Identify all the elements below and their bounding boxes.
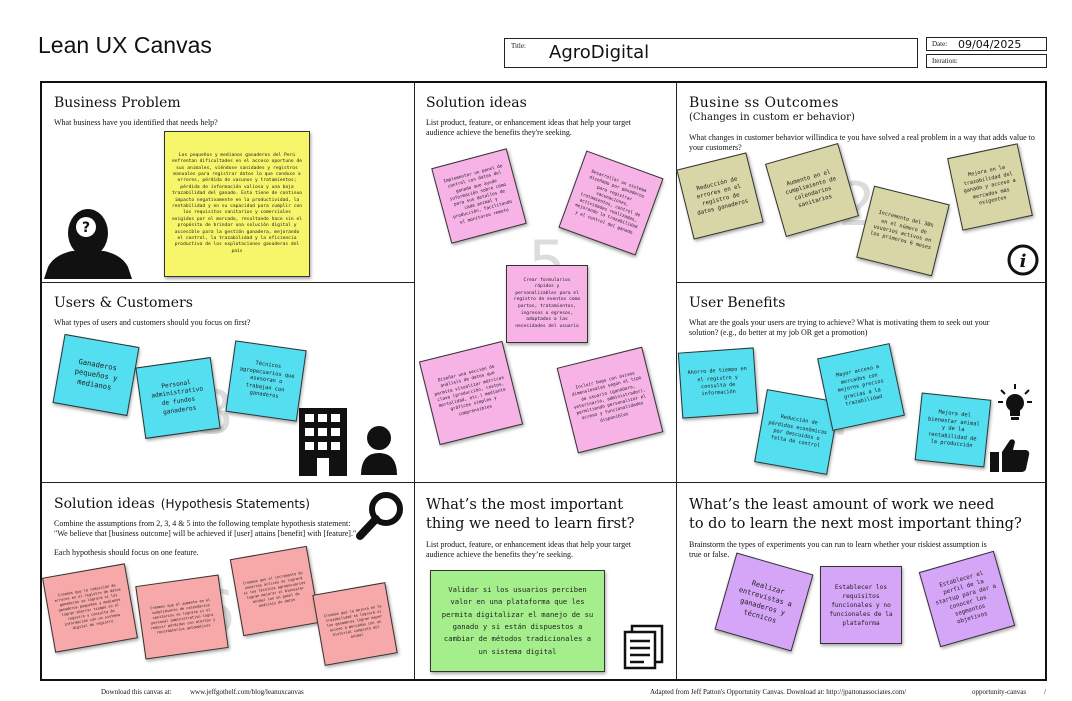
divider-vertical-1 [414,83,415,679]
footer-download-label: Download this canvas at: [101,688,172,696]
note-text: Personal administrativo de fundos ganade… [150,378,204,416]
note-text: Establecer los requisitos funcionales y … [829,583,893,627]
most-important-title-2: thing we need to learn first? [426,516,635,532]
note-text: Implementar un panel de control con dato… [443,164,513,226]
sticky-note[interactable]: Los pequeños y medianos ganaderos del Pe… [164,131,310,277]
building-icon [299,408,347,476]
note-text: Desarrollar un sistema diseñado por gana… [573,169,647,236]
note-text: Mejora en la trazabilidad del ganado y a… [963,164,1017,207]
divider-h-right-1 [676,282,1047,283]
note-text: Aumento en el cumplimiento de calendario… [784,169,837,210]
note-text: Creemos que el aumento en el cumplimient… [149,597,216,635]
note-text: Creemos que la reducción de errores en e… [54,583,122,631]
hypothesis-subtitle: (Hypothesis Statements) [160,497,310,511]
note-text: Establecer el perfil de la startup para … [934,570,997,626]
note-text: Creemos que la mejora en la trazabilidad… [323,604,383,639]
users-customers-title: Users & Customers [54,295,193,311]
sticky-note[interactable]: Técnicos agropecuarios que asesoran o tr… [225,340,307,422]
note-text: Los pequeños y medianos ganaderos del Pe… [172,152,302,254]
note-text: Validar si los usuarios perciben valor e… [441,584,594,656]
divider-h-full [42,482,1047,483]
footer-download-link[interactable]: www.jeffgothelf.com/blog/leanuxcanvas [190,688,304,696]
sticky-note[interactable]: Mejora en la trazabilidad del ganado y a… [947,143,1033,231]
most-important-desc: List product, feature, or enhancement id… [426,540,631,559]
sticky-note[interactable]: Ahorro de tiempo en el registro y consul… [677,347,759,419]
date-value: 09/04/2025 [958,38,1022,51]
sticky-note[interactable]: Establecer los requisitos funcionales y … [820,566,902,644]
user-benefits-desc: What are the goals your users are trying… [689,318,990,337]
hypothesis-title: Solution ideas (Hypothesis Statements) [54,496,310,512]
info-icon[interactable]: i [1007,244,1039,276]
note-text: Diseñar una sección de análisis de datos… [434,364,507,418]
iteration-field[interactable]: Iteration: [926,54,1047,68]
project-title-value: AgroDigital [549,42,650,63]
note-text: Reducción de pérdidas económicas por des… [768,414,828,450]
sticky-note[interactable]: Creemos que la mejora en la trazabilidad… [312,582,398,666]
solution-ideas-desc: List product, feature, or enhancement id… [426,118,631,137]
hypothesis-desc-1: Combine the assumptions from 2, 3, 4 & 5… [54,519,351,528]
business-outcomes-title: Busine ss Outcomes [689,95,839,111]
most-important-title-1: What’s the most important [426,497,624,513]
sticky-note[interactable]: Creemos que el aumento en el cumplimient… [135,574,229,660]
business-outcomes-desc: What changes in customer behavior willin… [689,133,1035,152]
date-label: Date: [932,40,948,48]
least-work-desc: Brainstorm the types of experiments you … [689,540,987,559]
footer-slash: / [1044,688,1046,696]
note-text: Incremento del 30% en el número de usuar… [869,209,934,252]
sticky-note[interactable]: Ganaderos pequeños y medianos [52,333,140,417]
canvas-grid [40,81,1047,681]
business-outcomes-subtitle: (Changes in custom er behavior) [689,112,855,123]
note-text: Ahorro de tiempo en el registro y consul… [687,366,747,398]
svg-text:?: ? [82,220,90,236]
date-field[interactable]: Date: 09/04/2025 [926,37,1047,51]
project-title-field[interactable]: Title: AgroDigital [504,38,918,68]
note-text: Incluir bugs con avisos dimensionales se… [571,371,647,424]
documents-icon [623,624,664,670]
svg-text:i: i [1020,251,1027,272]
user-icon [361,426,397,475]
hypothesis-desc-2: "We believe that [business outcome] will… [54,529,357,538]
note-text: Mayor acceso a mercados con mejores prec… [835,364,885,408]
note-text: Realizar entrevistas a ganaderos y técni… [737,579,793,625]
business-problem-desc: What business have you identified that n… [54,118,218,127]
iteration-label: Iteration: [932,57,958,65]
title-label: Title: [511,42,526,50]
divider-h-left-1 [42,282,414,283]
thumbs-up-icon [990,439,1030,472]
lightbulb-icon [998,384,1032,420]
solution-ideas-title: Solution ideas [426,95,527,111]
person-question-icon: ? [44,209,132,279]
note-text: Crear formularios rápidos y personalizab… [513,277,581,329]
divider-vertical-2 [676,83,677,679]
sticky-note[interactable]: Mayor acceso a mercados con mejores prec… [817,343,905,431]
sticky-note[interactable]: Creemos que el incremento de usuarios ac… [229,545,321,637]
note-text: Mejora del bienestar animal y de la rent… [927,409,981,450]
least-work-title-2: to do to learn the next most important t… [689,516,1022,532]
footer-adapted: Adapted from Jeff Patton's Opportunity C… [650,688,907,696]
least-work-title-1: What’s the least amount of work we need [689,497,995,513]
note-text: Creemos que el incremento de usuarios ac… [242,570,306,608]
footer-opportunity-link[interactable]: opportunity-canvas [972,688,1027,696]
sticky-note[interactable]: Personal administrativo de fundos ganade… [135,357,221,439]
note-text: Técnicos agropecuarios que asesoran o tr… [239,360,295,401]
sticky-note[interactable]: Mejora del bienestar animal y de la rent… [914,392,992,468]
user-benefits-title: User Benefits [689,295,786,311]
magnifier-icon [356,492,403,540]
hypothesis-title-text: Solution ideas [54,496,155,512]
canvas-title: Lean UX Canvas [38,32,212,58]
note-text: Ganaderos pequeños y medianos [73,356,119,392]
users-customers-desc: What types of users and customers should… [54,318,251,327]
sticky-note[interactable]: Creemos que la reducción de errores en e… [42,563,138,653]
note-text: Reducción de errores en el registro de d… [696,176,750,217]
sticky-note[interactable]: Crear formularios rápidos y personalizab… [506,265,588,343]
business-problem-title: Business Problem [54,95,181,111]
hypothesis-desc-3: Each hypothesis should focus on one feat… [54,548,199,557]
sticky-note[interactable]: Validar si los usuarios perciben valor e… [430,570,605,672]
